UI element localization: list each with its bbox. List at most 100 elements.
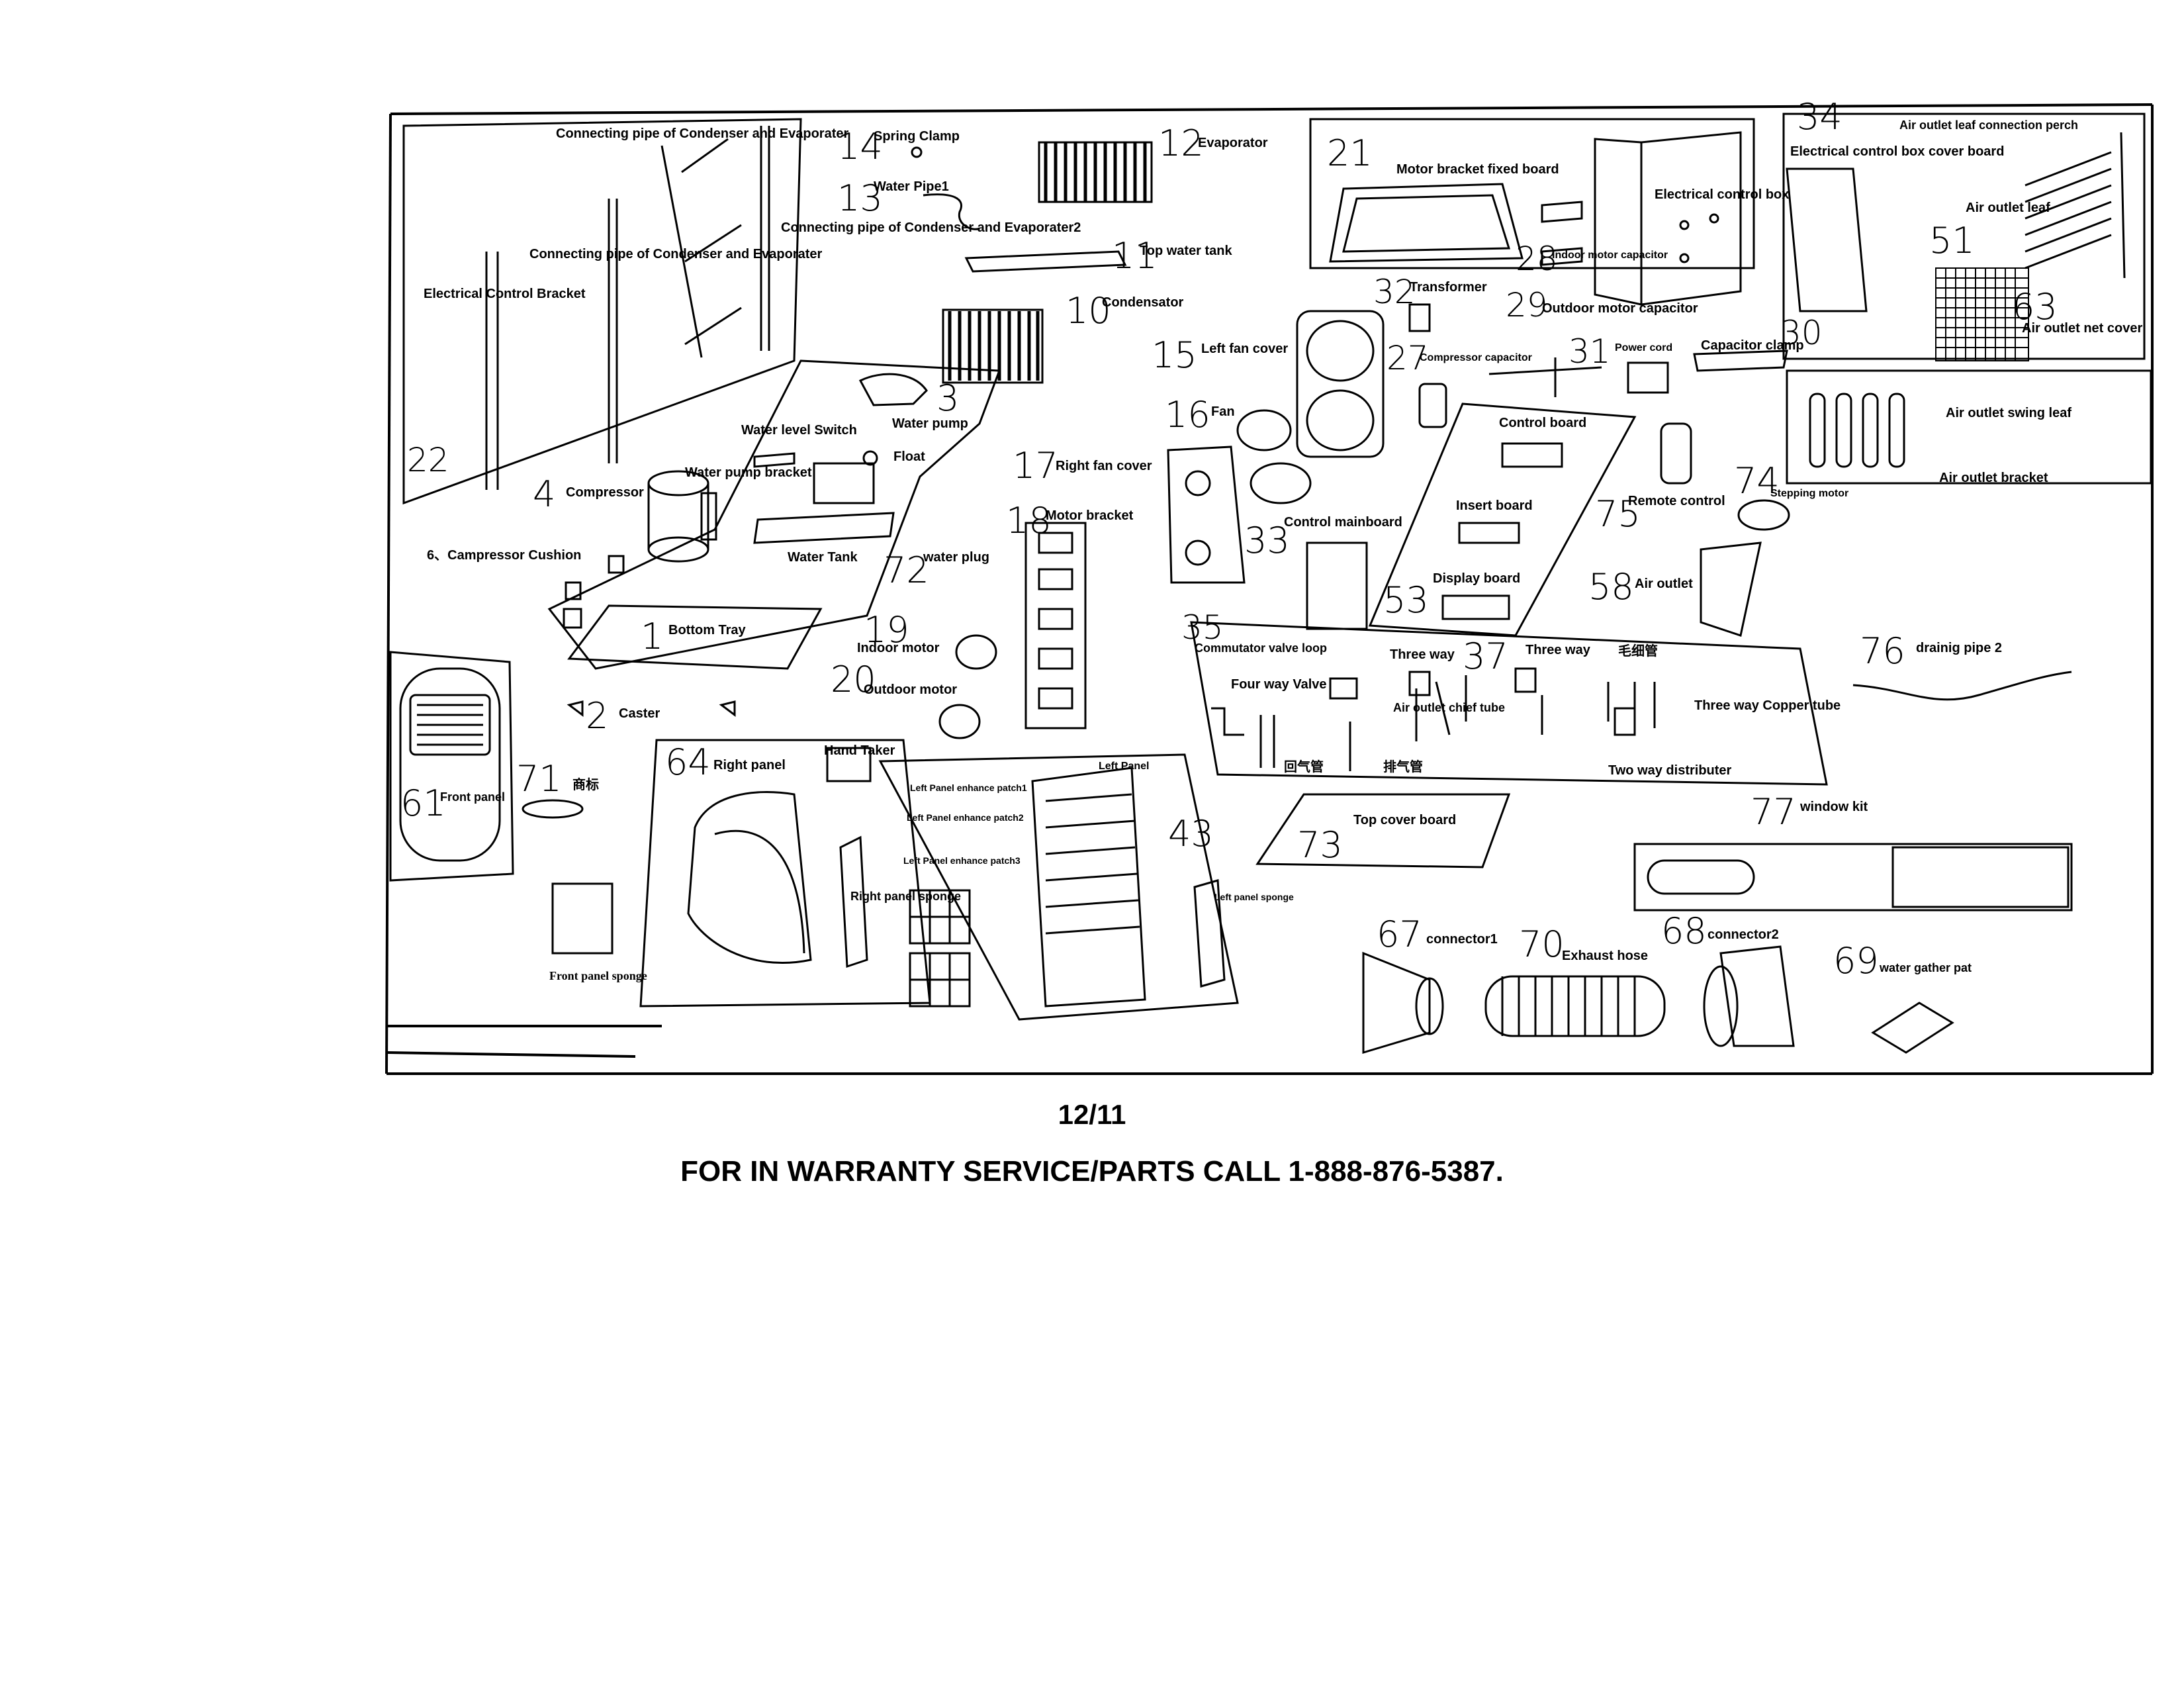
region-air-outlet-leaf <box>1782 113 2146 360</box>
num-30: 30 <box>1780 314 1823 352</box>
label-air-outlet-net-cover: Air outlet net cover <box>2022 321 2142 336</box>
page-number-text: 12/11 <box>1058 1099 1126 1130</box>
label-connecting-pipe-2: Connecting pipe of Condenser and Evapora… <box>781 220 1081 235</box>
label-display-board: Display board <box>1433 571 1520 586</box>
water-pipe-art <box>923 193 980 230</box>
label-electrical-control-bracket: Electrical Control Bracket <box>424 287 586 301</box>
fan-art <box>1236 409 1292 451</box>
label-front-panel: Front panel <box>440 790 505 804</box>
num-53: 53 <box>1383 579 1429 621</box>
num-70: 70 <box>1519 923 1565 965</box>
num-37: 37 <box>1463 635 1508 677</box>
air-outlet-swing-leaf-art <box>1809 393 1905 468</box>
left-fan-cover-art <box>1296 310 1385 458</box>
stepping-motor-art <box>1737 499 1790 531</box>
region-motor-board <box>1309 118 1755 269</box>
label-spring-clamp: Spring Clamp <box>874 129 960 144</box>
copper-tubes-art <box>1211 667 1656 771</box>
label-transformer: Transformer <box>1410 280 1487 295</box>
label-four-way-valve: Four way Valve <box>1231 677 1327 692</box>
label-top-water-tank: Top water tank <box>1140 244 1233 258</box>
num-31: 31 <box>1569 332 1611 371</box>
front-panel-art <box>399 667 501 862</box>
motor-capacitors-art <box>1541 201 1583 266</box>
num-10: 10 <box>1066 290 1111 332</box>
label-float: Float <box>893 449 925 464</box>
num-15: 15 <box>1152 334 1197 376</box>
connector2-art <box>1719 945 1795 1047</box>
num-28: 28 <box>1516 240 1558 278</box>
region-left-panel <box>878 753 1239 1021</box>
num-33: 33 <box>1244 520 1290 561</box>
float-art <box>862 450 878 466</box>
label-caster: Caster <box>619 706 660 721</box>
evaporator-art <box>1038 141 1153 203</box>
label-water-pump: Water pump <box>892 416 968 431</box>
label-connector2: connector2 <box>1707 927 1779 942</box>
num-43: 43 <box>1168 813 1214 855</box>
label-motor-bracket: Motor bracket <box>1046 508 1134 523</box>
label-left-patch-1: Left Panel enhance patch1 <box>910 782 1027 793</box>
num-64: 64 <box>665 741 711 783</box>
control-board-art <box>1501 442 1563 468</box>
indoor-motor-art <box>955 634 997 670</box>
diagram-frame <box>385 103 2154 1075</box>
label-condensator: Condensator <box>1102 295 1184 310</box>
page-number: 12/11 <box>0 1099 2184 1131</box>
part-drawings <box>399 126 2126 1055</box>
region-swing-leaf <box>1786 369 2152 485</box>
motor-bracket-art <box>1024 522 1087 729</box>
label-air-outlet-swing-leaf: Air outlet swing leaf <box>1946 406 2071 420</box>
connecting-pipes-art <box>485 126 770 490</box>
transformer-art <box>1408 303 1431 332</box>
label-left-patch-2: Left Panel enhance patch2 <box>907 812 1024 823</box>
num-2: 2 <box>586 695 608 737</box>
label-three-way-copper-tube: Three way Copper tube <box>1694 698 1841 713</box>
water-gather-pat-art <box>1871 1002 1954 1054</box>
condensator-art <box>942 308 1044 384</box>
region-copper-tubes <box>1190 621 1828 786</box>
label-stepping-motor: Stepping motor <box>1770 488 1848 499</box>
hand-taker-art <box>826 747 872 782</box>
region-window-kit <box>1633 843 2073 912</box>
label-exhaust-hose: Exhaust hose <box>1562 949 1648 963</box>
num-74: 74 <box>1734 460 1780 502</box>
num-35: 35 <box>1181 608 1224 647</box>
num-67: 67 <box>1377 914 1422 955</box>
num-69: 69 <box>1833 940 1879 982</box>
compressor-cushion-art <box>563 555 625 629</box>
label-return-pipe-cn: 回气管 <box>1284 759 1324 774</box>
label-window-kit: window kit <box>1799 800 1868 814</box>
label-compressor-capacitor: Compressor capacitor <box>1420 352 1532 363</box>
exhaust-hose-art <box>1484 975 1666 1037</box>
capacitor-clamp-art <box>1693 350 1788 372</box>
num-27: 27 <box>1387 339 1429 377</box>
num-72: 72 <box>884 549 929 591</box>
label-water-pump-bracket: Water pump bracket <box>685 465 812 480</box>
num-71: 71 <box>516 758 562 800</box>
label-commutator-valve-loop: Commutator valve loop <box>1195 641 1327 655</box>
num-73: 73 <box>1297 824 1343 866</box>
num-32: 32 <box>1373 273 1416 311</box>
num-16: 16 <box>1165 394 1210 436</box>
label-right-panel: Right panel <box>713 758 786 773</box>
num-76: 76 <box>1860 630 1905 672</box>
num-77: 77 <box>1751 791 1796 833</box>
right-fan-cover-art <box>1167 445 1246 584</box>
label-bottom-tray: Bottom Tray <box>668 623 747 637</box>
num-21: 21 <box>1327 132 1373 174</box>
num-63: 63 <box>2012 286 2058 328</box>
num-29: 29 <box>1506 286 1548 324</box>
label-two-way-distributer: Two way distributer <box>1608 763 1732 778</box>
label-compressor-cushion: 6、Campressor Cushion <box>427 548 581 563</box>
left-panel-sponge-art <box>1193 879 1226 988</box>
label-air-outlet-leaf: Air outlet leaf <box>1966 201 2050 215</box>
front-panel-sponge-art <box>551 882 614 955</box>
compressor-capacitor-art <box>1418 383 1447 428</box>
num-19: 19 <box>864 609 909 651</box>
num-20: 20 <box>831 659 876 700</box>
connector1-art <box>1362 951 1431 1055</box>
drain-pipe-art <box>1852 671 2072 701</box>
label-three-way-1: Three way <box>1390 647 1455 662</box>
label-power-cord: Power cord <box>1615 342 1672 353</box>
